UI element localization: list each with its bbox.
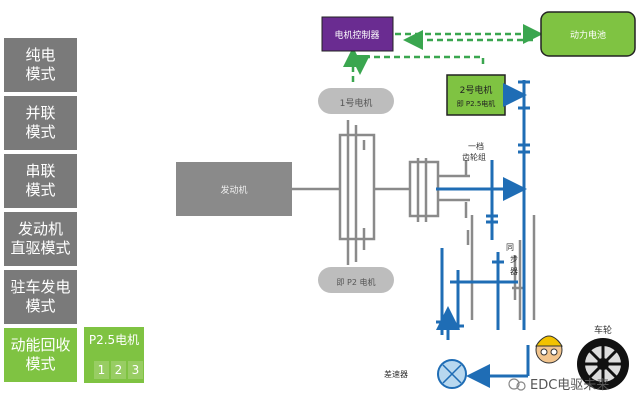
p25-motor-panel: P2.5电机 1 2 3 xyxy=(84,327,144,383)
gear1-sublabel: 齿轮组 xyxy=(462,152,486,162)
motor2-label: 2号电机 xyxy=(460,84,493,96)
mode-series-button[interactable]: 串联 模式 xyxy=(4,154,77,208)
engine-label: 发动机 xyxy=(220,184,247,196)
p2-motor-shape xyxy=(318,267,394,293)
sub-button-2[interactable]: 2 xyxy=(111,361,126,379)
sub-button-1[interactable]: 1 xyxy=(94,361,109,379)
blue-power-path xyxy=(436,80,530,388)
sync-label-2: 步 xyxy=(510,255,518,264)
battery-label: 动力电池 xyxy=(570,29,606,41)
mode-engine-direct-button[interactable]: 发动机 直驱模式 xyxy=(4,212,77,266)
motor1-label: 1号电机 xyxy=(340,97,373,109)
motor-controller-box xyxy=(321,16,394,52)
motor2-sublabel: 即 P2.5电机 xyxy=(457,99,496,108)
gray-gearing xyxy=(292,120,536,320)
mode-regen-button[interactable]: 动能回收 模式 xyxy=(4,328,77,382)
mode-parallel-button[interactable]: 并联 模式 xyxy=(4,96,77,150)
battery-box xyxy=(540,11,636,57)
power-flow-dashed xyxy=(343,24,543,82)
p2-motor-label: 即 P2 电机 xyxy=(337,277,376,287)
watermark: EDC电驱未来 xyxy=(508,378,609,393)
motor1-shape xyxy=(318,88,394,114)
p25-motor-title: P2.5电机 xyxy=(88,333,140,347)
sync-label-1: 同 xyxy=(506,243,514,252)
differential-label: 差速器 xyxy=(384,369,408,379)
wheel-icon xyxy=(577,338,629,390)
mode-pure-electric-button[interactable]: 纯电 模式 xyxy=(4,38,77,92)
watermark-text: EDC电驱未来 xyxy=(530,378,609,393)
mode-parking-charge-button[interactable]: 驻车发电 模式 xyxy=(4,270,77,324)
wheel-label: 车轮 xyxy=(594,324,612,336)
engine-box xyxy=(176,162,292,216)
sync-label-3: 器 xyxy=(510,267,518,276)
sub-button-3[interactable]: 3 xyxy=(128,361,143,379)
mascot-icon xyxy=(535,335,563,364)
gear1-label: 一档 xyxy=(468,141,484,151)
motor-controller-label: 电机控制器 xyxy=(334,29,379,41)
